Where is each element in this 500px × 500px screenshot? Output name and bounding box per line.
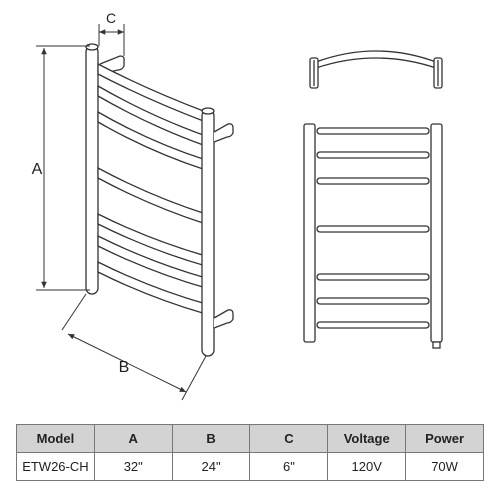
cell-a: 32"	[93, 452, 173, 481]
cell-b: 24"	[171, 452, 251, 481]
dimension-b-label: B	[119, 359, 130, 376]
header-voltage: Voltage	[327, 424, 407, 453]
header-model: Model	[16, 424, 95, 453]
dimension-c	[98, 24, 125, 56]
table-row: ETW26-CH 32" 24" 6" 120V 70W	[16, 452, 484, 481]
cell-c: 6"	[249, 452, 329, 481]
header-c: C	[249, 424, 329, 453]
dimension-a-label: A	[32, 161, 43, 178]
cell-power: 70W	[405, 452, 484, 481]
dimension-b	[61, 293, 207, 401]
heating-bars	[97, 62, 207, 315]
header-b: B	[171, 424, 251, 453]
header-a: A	[93, 424, 173, 453]
towel-warmer-diagram: C A B	[32, 10, 443, 401]
top-view	[309, 50, 443, 89]
cell-voltage: 120V	[327, 452, 407, 481]
front-view	[303, 123, 443, 349]
spec-table: Model A B C Voltage Power ETW26-CH 32" 2…	[16, 424, 484, 481]
perspective-view	[85, 43, 234, 357]
dimension-a	[36, 45, 90, 291]
header-power: Power	[405, 424, 484, 453]
table-header-row: Model A B C Voltage Power	[16, 424, 484, 453]
dimension-c-label: C	[106, 10, 116, 26]
cell-model: ETW26-CH	[16, 452, 95, 481]
